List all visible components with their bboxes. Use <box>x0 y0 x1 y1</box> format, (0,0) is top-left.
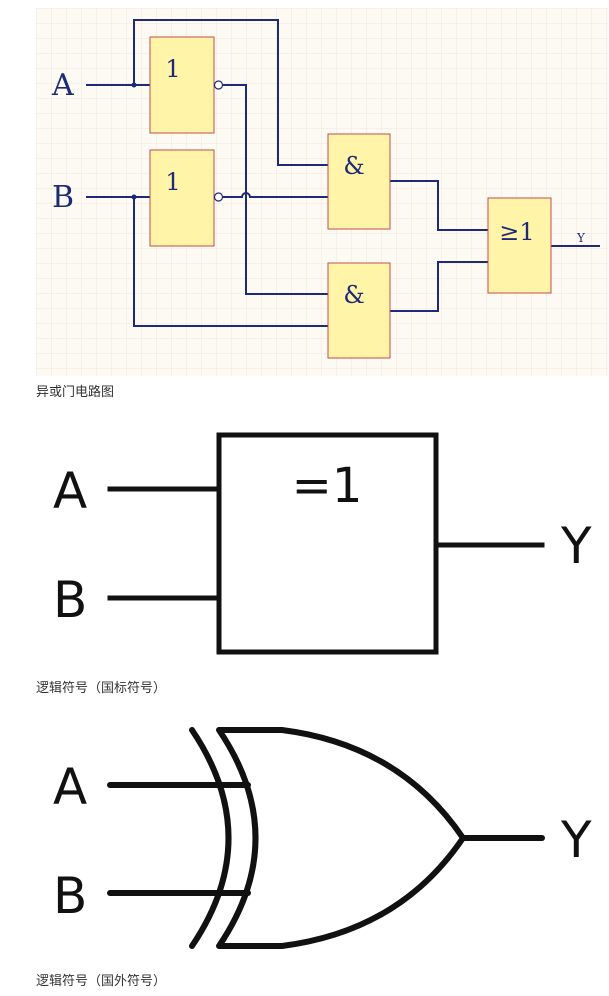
wires <box>86 19 600 327</box>
not-gate-label: 1 <box>165 168 180 196</box>
and-gate-1: & <box>327 133 391 230</box>
and-gate-2: & <box>327 262 391 359</box>
xor-ansi-symbol: A B Y <box>53 727 592 949</box>
inverter-bubble <box>213 80 224 90</box>
input-b-label: B <box>53 571 87 629</box>
not-gate-a: 1 <box>149 36 224 134</box>
input-a-label: A <box>53 462 87 520</box>
caption-ansi-symbol: 逻辑符号（国外符号） <box>36 974 167 989</box>
or-gate: ≥1 <box>487 197 552 294</box>
inverter-bubble <box>213 192 224 202</box>
output-y-label: Y <box>560 811 592 869</box>
junction-a <box>131 82 137 88</box>
input-b-label: B <box>52 180 74 215</box>
and-gate-label: & <box>343 152 364 180</box>
input-a-label: A <box>51 68 74 103</box>
input-a-label: A <box>53 758 87 816</box>
gate-body <box>216 727 466 949</box>
wire-and1-to-or <box>390 180 488 231</box>
wire-notb-to-and1 <box>223 192 328 198</box>
wire-nota-to-and2 <box>223 84 328 295</box>
not-gate-b: 1 <box>149 149 224 247</box>
junction-b <box>131 194 137 200</box>
output-y-label: Y <box>576 231 586 245</box>
wire-and2-to-or <box>390 261 488 312</box>
or-gate-label: ≥1 <box>499 218 534 246</box>
xor-extra-curve <box>189 727 232 949</box>
caption-iec-symbol: 逻辑符号（国标符号） <box>36 681 167 696</box>
gate-label: =1 <box>292 458 363 514</box>
xor-circuit-diagram: 1 1 & & ≥1 A B Y <box>36 8 608 376</box>
input-b-label: B <box>53 867 87 925</box>
caption-circuit: 异或门电路图 <box>36 385 115 400</box>
and-gate-label: & <box>343 281 364 309</box>
output-y-label: Y <box>560 517 592 575</box>
xor-iec-symbol: =1 A B Y <box>53 432 592 655</box>
wire-b-to-and2 <box>133 197 328 327</box>
wire-a-to-and1 <box>133 19 328 166</box>
not-gate-label: 1 <box>165 55 180 83</box>
